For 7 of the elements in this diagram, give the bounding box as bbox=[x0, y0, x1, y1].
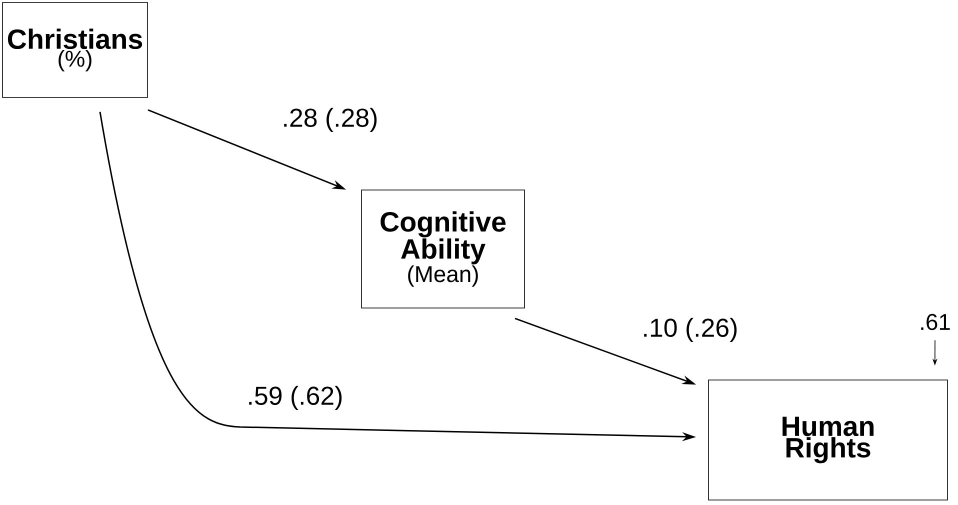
variable-box: Human Rights bbox=[708, 380, 948, 500]
variable-box: Cognitive Ability (Mean) bbox=[361, 190, 525, 308]
coefficient-label: .61 bbox=[921, 314, 950, 330]
edge-label: .28 (.28) bbox=[280, 106, 380, 134]
variable-box: Christians (%) bbox=[2, 2, 148, 98]
edge-label: .59 (.62) bbox=[246, 384, 344, 412]
edge-label: .10 (.26) bbox=[640, 316, 740, 344]
